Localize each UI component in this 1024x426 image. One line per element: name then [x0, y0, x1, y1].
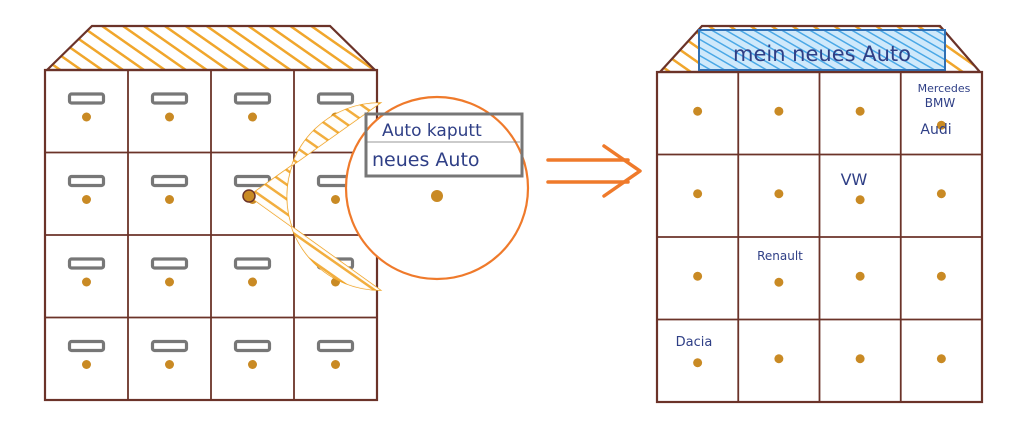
- drawer[interactable]: [236, 94, 270, 122]
- drawer-knob: [856, 272, 865, 281]
- drawer[interactable]: [856, 107, 865, 116]
- drawer-knob: [774, 278, 783, 287]
- drawer-knob: [937, 189, 946, 198]
- drawer-knob: [693, 107, 702, 116]
- drawer-knob: [82, 113, 91, 122]
- drawer[interactable]: [937, 272, 946, 281]
- magnified-knob-origin: [243, 190, 255, 202]
- right-cabinet: mein neues Auto Mercedes BMW Audi VW Ren…: [657, 26, 982, 402]
- label-holder: [236, 259, 270, 268]
- label-holder: [153, 94, 187, 103]
- drawer-knob: [693, 272, 702, 281]
- drawer-knob: [937, 354, 946, 363]
- drawer[interactable]: [70, 342, 104, 370]
- drawer-knob: [82, 360, 91, 369]
- label-auto-kaputt: Auto kaputt: [382, 121, 482, 141]
- drawer-knob: [165, 195, 174, 204]
- drawer-knob: [937, 272, 946, 281]
- label-holder: [236, 342, 270, 351]
- drawer[interactable]: [774, 189, 783, 198]
- drawer[interactable]: [153, 259, 187, 287]
- drawer[interactable]: [693, 189, 702, 198]
- drawer-knob: [248, 113, 257, 122]
- label-holder: [70, 177, 104, 186]
- drawer-knob: [331, 195, 340, 204]
- drawer[interactable]: [774, 107, 783, 116]
- drawer-knob: [856, 195, 865, 204]
- drawer[interactable]: [937, 189, 946, 198]
- new-car-banner-label: mein neues Auto: [733, 42, 911, 66]
- drawer-knob: [165, 278, 174, 287]
- label-neues-auto: neues Auto: [372, 149, 480, 171]
- drawer[interactable]: [774, 278, 783, 287]
- drawer[interactable]: [693, 358, 702, 367]
- drawer-knob: [248, 278, 257, 287]
- drawer-knob: [248, 360, 257, 369]
- drawer[interactable]: [70, 177, 104, 205]
- drawer[interactable]: [70, 259, 104, 287]
- drawer[interactable]: [319, 342, 353, 370]
- label-holder: [319, 342, 353, 351]
- drawer-knob: [693, 358, 702, 367]
- drawer-label-mercedes: Mercedes: [918, 82, 971, 95]
- drawer-knob: [165, 113, 174, 122]
- drawer-knob: [774, 354, 783, 363]
- label-holder: [70, 94, 104, 103]
- drawer[interactable]: [937, 354, 946, 363]
- label-holder: [236, 94, 270, 103]
- drawer[interactable]: [693, 272, 702, 281]
- drawer-knob: [774, 107, 783, 116]
- drawer-knob: [856, 107, 865, 116]
- left-cabinet: [45, 26, 377, 400]
- drawer-label-audi: Audi: [920, 122, 951, 138]
- drawer-knob: [82, 195, 91, 204]
- drawer-knob: [774, 189, 783, 198]
- drawer[interactable]: [856, 195, 865, 204]
- label-holder: [153, 259, 187, 268]
- left-cabinet-top-hatched: [47, 26, 375, 70]
- drawer[interactable]: [236, 259, 270, 287]
- drawer[interactable]: [856, 354, 865, 363]
- magnifier-circle: Auto kaputt neues Auto: [346, 97, 528, 279]
- label-holder: [70, 259, 104, 268]
- drawer[interactable]: [774, 354, 783, 363]
- drawer[interactable]: [856, 272, 865, 281]
- drawer-label-vw: VW: [841, 170, 868, 189]
- double-arrow-right-icon: [548, 146, 640, 196]
- drawer[interactable]: [693, 107, 702, 116]
- drawer[interactable]: [70, 94, 104, 122]
- drawer-label-dacia: Dacia: [676, 335, 713, 350]
- drawer[interactable]: [153, 342, 187, 370]
- drawer-knob: [693, 189, 702, 198]
- label-holder: [319, 94, 353, 103]
- drawer-label-renault: Renault: [757, 249, 803, 263]
- magnified-knob: [431, 190, 443, 202]
- drawer[interactable]: [236, 342, 270, 370]
- drawer[interactable]: [153, 94, 187, 122]
- drawer-knob: [82, 278, 91, 287]
- drawer-knob: [331, 360, 340, 369]
- drawer-knob: [856, 354, 865, 363]
- drawer-knob: [165, 360, 174, 369]
- drawer[interactable]: [153, 177, 187, 205]
- drawer-label-bmw: BMW: [925, 96, 956, 110]
- label-holder: [70, 342, 104, 351]
- label-holder: [153, 177, 187, 186]
- label-holder: [153, 342, 187, 351]
